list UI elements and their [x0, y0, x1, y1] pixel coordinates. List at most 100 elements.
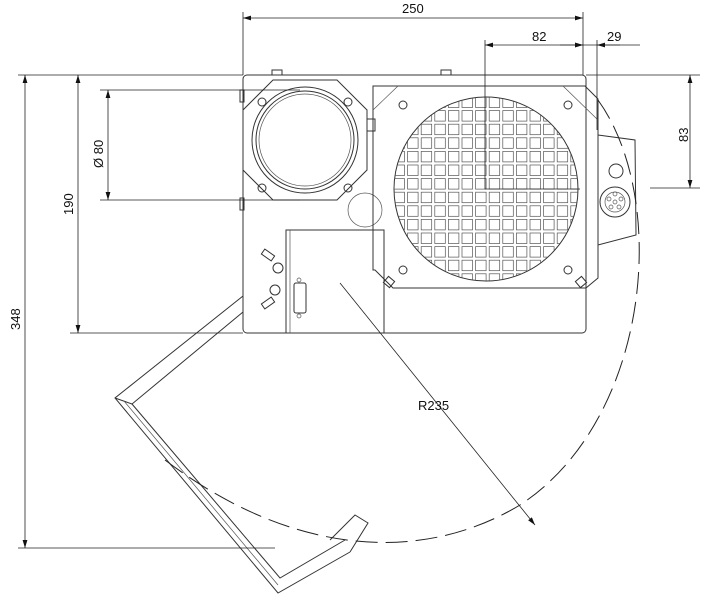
fan-grille-cell	[475, 164, 487, 176]
fan-grille-cell	[394, 110, 405, 122]
fan-grille-cell	[420, 178, 433, 190]
fan-grille-cell	[448, 232, 460, 244]
lens-port	[242, 79, 376, 201]
fan-grille-cell	[543, 259, 555, 272]
fan-grille-cell	[529, 246, 541, 258]
fan-grille-cell	[570, 110, 578, 122]
fan-grille-cell	[461, 178, 473, 190]
fan-grille-cell	[461, 232, 473, 244]
fan-grille-cell	[461, 259, 473, 272]
fan-grille-cell	[488, 137, 501, 149]
fan-grille-cell	[394, 137, 405, 149]
fan-grille-cell	[420, 164, 433, 176]
fan-grille-cell	[502, 191, 514, 204]
fan-grille-cell	[488, 232, 501, 244]
fan-grille-cell	[570, 178, 578, 190]
fan-grille-cell	[461, 97, 473, 108]
fan-grille-cell	[394, 151, 405, 163]
fan-grille-cell	[475, 123, 487, 136]
fan-grille-cell	[502, 164, 514, 176]
fan-grille-cell	[570, 123, 578, 136]
connector	[597, 134, 637, 246]
fan-grille-cell	[556, 205, 569, 217]
fan-grille-cell	[488, 205, 501, 217]
dim-fan-height: 83	[676, 128, 691, 142]
fan-grille-cell	[543, 178, 555, 190]
fan-grille-cell	[556, 164, 569, 176]
fan-grille-cell	[529, 178, 541, 190]
fan-grille-cell	[488, 151, 501, 163]
fan-grille-cell	[420, 137, 433, 149]
fan-grille-cell	[434, 273, 446, 281]
dim-swing-radius: R235	[418, 398, 449, 413]
fan-grille-cell	[543, 164, 555, 176]
fan-grille-cell	[475, 110, 487, 122]
fan-grille-cell	[543, 273, 555, 281]
fan-grille-cell	[394, 246, 405, 258]
fan-grille-cell	[407, 191, 419, 204]
fan-grille-cell	[434, 219, 446, 231]
fan-grille-cell	[543, 191, 555, 204]
fan-grille-cell	[407, 246, 419, 258]
fan-grille-cell	[543, 232, 555, 244]
dim-connector-offset: 29	[607, 29, 621, 44]
fan-grille-cell	[488, 191, 501, 204]
fan-grille-cell	[502, 232, 514, 244]
fan-grille-cell	[556, 178, 569, 190]
fan-grille-cell	[502, 219, 514, 231]
fan-grille-cell	[543, 110, 555, 122]
fan-grille-cell	[516, 137, 528, 149]
fan-grille-cell	[448, 123, 460, 136]
fan-grille-cell	[488, 259, 501, 272]
fan-grille-cell	[556, 259, 569, 272]
fan-grille-cell	[407, 110, 419, 122]
fan-grille-cell	[434, 178, 446, 190]
fan-grille-cell	[488, 97, 501, 108]
fan-grille-cell	[448, 137, 460, 149]
fan-grille-cell	[502, 137, 514, 149]
fan-grille-cell	[488, 178, 501, 190]
fan-grille-cell	[448, 97, 460, 108]
fan-grille-cell	[461, 191, 473, 204]
fan-grille-cell	[475, 178, 487, 190]
dim-body-height: 190	[61, 193, 76, 215]
fan-grille-cell	[461, 219, 473, 231]
fan-grille-cell	[394, 205, 405, 217]
fan-grille-cell	[434, 205, 446, 217]
fan-grille-cell	[448, 178, 460, 190]
fan-grille-cell	[516, 151, 528, 163]
fan-grille-cell	[543, 123, 555, 136]
fan-grille-cell	[529, 123, 541, 136]
fan-grille-cell	[556, 273, 569, 281]
fan-grille-cell	[570, 191, 578, 204]
dim-lens-diameter: Ø 80	[91, 140, 106, 168]
fan-grille-cell	[502, 259, 514, 272]
fan-grille-cell	[420, 151, 433, 163]
fan-grille-cell	[407, 219, 419, 231]
fan-grille-cell	[475, 219, 487, 231]
fan-grille-cell	[448, 219, 460, 231]
fan-grille-cell	[529, 110, 541, 122]
fan-grille-cell	[461, 123, 473, 136]
fan-grille-cell	[475, 137, 487, 149]
fan-grille-cell	[407, 273, 419, 281]
fan-grille-cell	[529, 137, 541, 149]
fan-grille-cell	[434, 232, 446, 244]
fan-grille-cell	[448, 110, 460, 122]
fan-grille-cell	[407, 259, 419, 272]
fan-grille-cell	[420, 232, 433, 244]
fan-grille-cell	[529, 219, 541, 231]
fan-grille-cell	[407, 178, 419, 190]
fan-grille-cell	[570, 137, 578, 149]
fan-grille-cell	[434, 137, 446, 149]
fan-grille-cell	[461, 164, 473, 176]
fan-grille-cell	[488, 110, 501, 122]
dim-overall-height: 348	[8, 308, 23, 330]
fan-grille-cell	[516, 123, 528, 136]
fan-grille-cell	[543, 219, 555, 231]
fan-grille-cell	[434, 151, 446, 163]
fan-grille-cell	[556, 97, 569, 108]
fan-grille-cell	[543, 151, 555, 163]
fan-grille-cell	[434, 191, 446, 204]
